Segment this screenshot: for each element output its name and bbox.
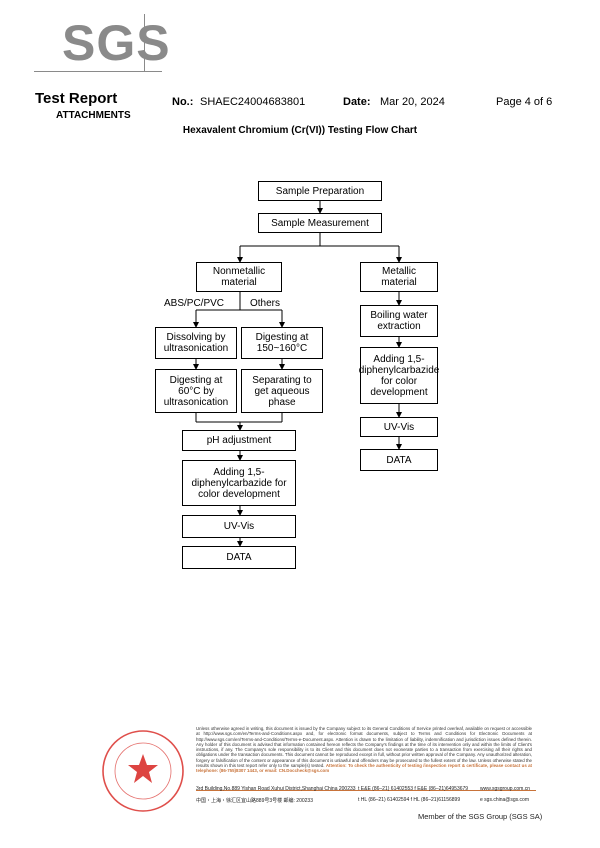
logo-underline — [34, 71, 162, 72]
dissolving-ultrasonication-box: Dissolving by ultrasonication — [155, 327, 237, 359]
attachments-label: ATTACHMENTS — [56, 110, 131, 121]
phone-chinese: t HL (86–21) 61402594 f HL (86–21)611568… — [358, 797, 461, 803]
data-left-box: DATA — [182, 546, 296, 569]
uv-vis-left-box: UV-Vis — [182, 515, 296, 538]
address-english: 3rd Building,No.889 Yishan Road Xuhui Di… — [196, 786, 356, 792]
report-no-value: SHAEC24004683801 — [200, 96, 306, 108]
member-statement: Member of the SGS Group (SGS SA) — [418, 812, 543, 821]
metallic-material-box: Metallic material — [360, 262, 438, 292]
date-value: Mar 20, 2024 — [380, 96, 445, 108]
sample-measurement-box: Sample Measurement — [258, 213, 382, 233]
data-right-box: DATA — [360, 449, 438, 471]
abs-pc-pvc-label: ABS/PC/PVC — [164, 298, 225, 309]
legal-text: Unless otherwise agreed in writing, this… — [196, 726, 532, 769]
separating-aqueous-box: Separating to get aqueous phase — [241, 369, 323, 413]
nonmetallic-material-box: Nonmetallic material — [196, 262, 282, 292]
others-label: Others — [250, 298, 281, 309]
legal-disclaimer: Unless otherwise agreed in writing, this… — [196, 726, 532, 774]
ph-adjustment-box: pH adjustment — [182, 430, 296, 451]
footer-divider — [196, 790, 536, 791]
adding-diphenylcarbazide-left-box: Adding 1,5-diphenylcarbazide for color d… — [182, 460, 296, 506]
website-link[interactable]: www.sgsgroup.com.cn — [480, 786, 531, 792]
sgs-logo-text: SGS — [62, 15, 171, 71]
report-title: Test Report — [35, 90, 118, 107]
page-number: Page 4 of 6 — [496, 96, 553, 108]
sample-preparation-box: Sample Preparation — [258, 181, 382, 201]
adding-diphenylcarbazide-right-box: Adding 1,5-diphenylcarbazide for color d… — [359, 347, 439, 404]
date-label: Date: — [343, 96, 371, 108]
uv-vis-right-box: UV-Vis — [360, 417, 438, 437]
authenticity-notice: Attention: To check the authenticity of … — [196, 763, 533, 774]
sgs-logo: SGS — [34, 14, 170, 72]
email-link[interactable]: e sgs.china@sgs.com — [480, 797, 529, 803]
logo-divider — [144, 14, 145, 72]
flow-chart-title: Hexavalent Chromium (Cr(VI)) Testing Flo… — [182, 125, 418, 136]
phone-english: t E&E (86–21) 61402553 f E&E (86–21)6495… — [358, 786, 469, 792]
digesting-60-box: Digesting at 60°C by ultrasonication — [155, 369, 237, 413]
company-seal-icon — [102, 730, 184, 812]
digesting-150-box: Digesting at 150~160°C — [241, 327, 323, 359]
report-no-label: No.: — [172, 96, 194, 108]
address-chinese: 中国・上海・徐汇区宜山路889号3号楼 邮编: 200233 — [196, 798, 313, 804]
boiling-water-extraction-box: Boiling water extraction — [360, 305, 438, 337]
